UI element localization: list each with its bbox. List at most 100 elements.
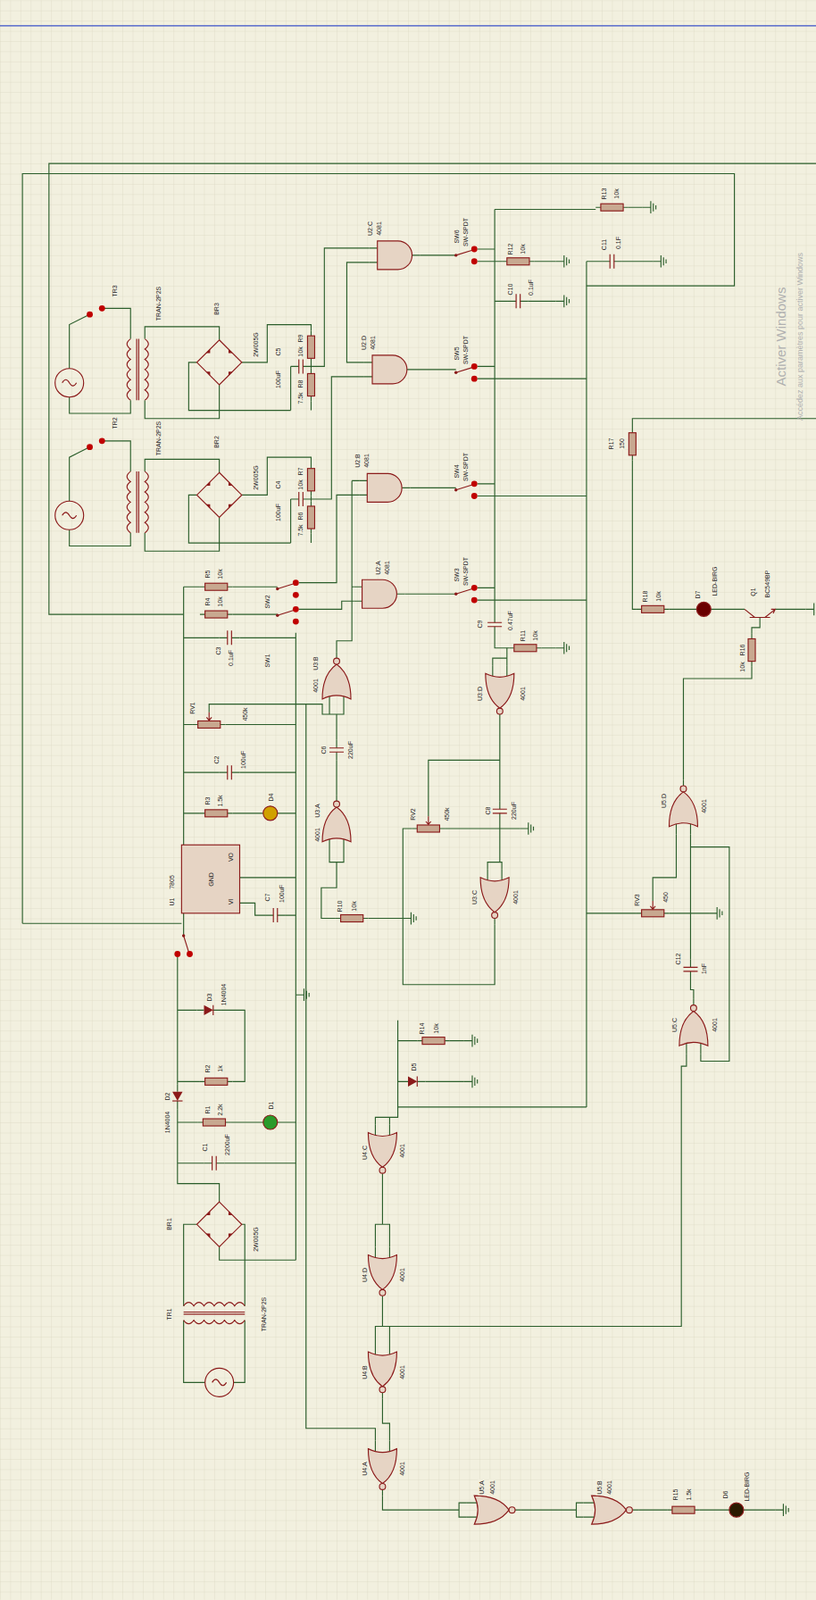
watermark-text: Accédez aux paramètres pour activer Wind… <box>795 251 804 422</box>
ac-source-symbol <box>205 1367 234 1397</box>
nor-gate <box>668 779 698 835</box>
component-label: 10k <box>531 629 538 642</box>
component-label: 7805 <box>167 874 175 891</box>
ground-symbol <box>295 988 309 1001</box>
component-label: 4001 <box>518 685 525 702</box>
component-label: 450k <box>241 706 249 722</box>
component-label: R11 <box>518 629 525 642</box>
component-label: U2:A <box>374 560 381 577</box>
component-label: C8 <box>484 806 492 816</box>
nor-gate <box>367 1124 397 1180</box>
resistor-symbol <box>501 258 535 266</box>
resistor-symbol <box>199 1077 234 1085</box>
component-label: 0.1uF <box>527 278 534 297</box>
component-label: 10k <box>654 591 661 603</box>
component-label: R15 <box>672 1487 679 1501</box>
resistor-symbol <box>307 463 315 497</box>
component-label: C9 <box>475 619 483 630</box>
switch-symbol <box>275 606 300 625</box>
component-label: R3 <box>203 795 210 806</box>
component-label: 10k <box>613 187 620 200</box>
component-label: 450 <box>661 891 668 905</box>
capacitor-symbol <box>291 358 312 374</box>
and-gate <box>358 473 410 502</box>
resistor-symbol <box>335 915 369 923</box>
component-label: 4001 <box>312 677 319 694</box>
component-label: R9 <box>296 333 303 344</box>
component-label: LED-BIRG <box>710 566 717 598</box>
nor-gate <box>367 1246 397 1302</box>
component-label: 4001 <box>314 826 321 843</box>
component-label: U3:B <box>312 655 319 672</box>
component-label: 10k <box>216 595 223 608</box>
component-label: 1k <box>216 1065 223 1074</box>
component-label: D2 <box>164 1091 171 1102</box>
component-label: 10k <box>296 478 303 491</box>
diode-symbol <box>197 1005 222 1016</box>
component-label: U4:B <box>360 1364 367 1381</box>
component-label: 100uF <box>274 502 281 523</box>
component-label: R8 <box>296 378 303 389</box>
bridge-rectifier <box>197 1201 242 1247</box>
component-label: Q1 <box>749 586 757 597</box>
component-label: D3 <box>206 992 213 1003</box>
component-label: TRAN-2P2S <box>155 420 162 458</box>
component-label: R2 <box>203 1064 210 1075</box>
component-label: BR2 <box>213 434 220 450</box>
component-label: R6 <box>296 511 303 522</box>
component-label: 4001 <box>710 1016 717 1033</box>
component-label: LED-BIRG <box>743 1470 750 1502</box>
component-label: 2W005G <box>251 331 259 359</box>
component-label: SW2 <box>264 593 271 609</box>
component-label: VI <box>227 898 234 907</box>
component-label: 10k <box>350 899 358 912</box>
component-label: 1N4004 <box>164 1109 171 1134</box>
switch-symbol <box>275 579 300 599</box>
component-label: 1nF <box>700 962 708 975</box>
resistor-symbol <box>628 427 636 461</box>
component-label: D7 <box>694 590 701 600</box>
component-label: VO <box>227 851 234 863</box>
wires <box>22 163 816 1517</box>
switch-symbol <box>454 584 478 604</box>
component-label: BC549BP <box>764 568 771 599</box>
component-label: SW3 <box>452 567 459 583</box>
component-label: 450k <box>443 806 450 822</box>
component-label: U5:A <box>478 1479 485 1496</box>
capacitor-symbol <box>507 293 529 309</box>
component-label: 4081 <box>363 453 370 470</box>
bridge-rectifier <box>197 472 242 517</box>
component-label: C1 <box>200 1142 208 1153</box>
component-label: R7 <box>296 466 303 476</box>
component-label: R5 <box>203 569 210 580</box>
nor-gate <box>466 1495 522 1524</box>
component-label: D6 <box>722 1489 729 1499</box>
switch-contact <box>86 443 93 450</box>
component-label: 4001 <box>399 1142 406 1159</box>
resistor-symbol <box>307 330 315 364</box>
ground-symbol <box>652 255 667 268</box>
component-label: 150 <box>617 437 625 450</box>
capacitor-symbol <box>219 630 241 645</box>
sheet-border <box>0 24 816 26</box>
component-label: SW-SPDT <box>461 451 468 483</box>
component-label: 2W005G <box>251 464 259 492</box>
component-label: U3:A <box>314 803 321 820</box>
transistor-symbol <box>744 608 775 617</box>
component-label: 4081 <box>383 560 391 577</box>
component-label: C5 <box>274 347 281 358</box>
component-label: 0.1F <box>615 235 622 250</box>
and-gate <box>353 579 405 608</box>
resistor-symbol <box>199 610 234 618</box>
component-label: 4001 <box>488 1479 495 1496</box>
resistor-symbol <box>198 1118 232 1126</box>
component-label: 4001 <box>700 798 708 815</box>
ground-symbol <box>642 200 657 214</box>
resistor-symbol <box>416 1037 450 1045</box>
capacitor-symbol <box>291 491 312 507</box>
component-label: 4001 <box>606 1479 613 1496</box>
component-label: C4 <box>274 479 281 490</box>
ground-symbol <box>556 255 570 268</box>
and-gate <box>364 355 416 384</box>
